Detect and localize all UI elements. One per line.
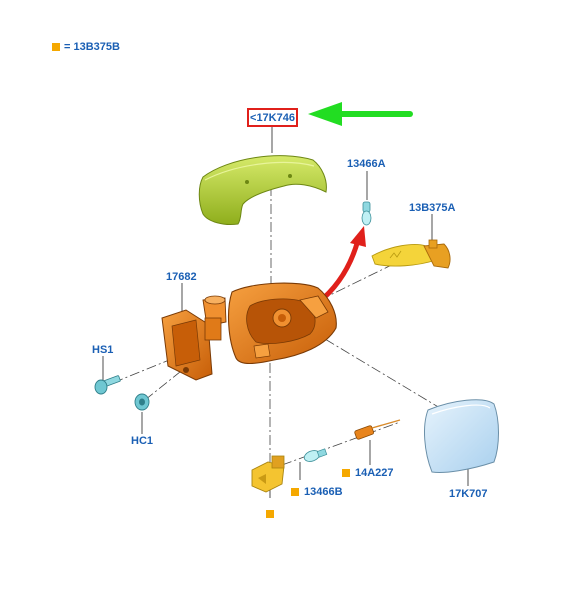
orange-marker-icon [266, 510, 274, 518]
indicator-lamp-part [371, 239, 451, 269]
part-label-17682[interactable]: 17682 [166, 271, 197, 283]
bulb-13466a-part [361, 201, 372, 226]
highlighted-part-box[interactable]: <17K746 [247, 108, 298, 127]
orange-marker-icon [342, 469, 350, 477]
mirror-cap-part [198, 155, 327, 225]
part-label-hs1[interactable]: HS1 [92, 344, 114, 356]
mirror-housing-part [228, 282, 337, 365]
wire-14a227-part [354, 419, 401, 440]
mirror-glass-part [424, 399, 499, 473]
orange-marker-icon [52, 43, 60, 51]
legend: = 13B375B [52, 41, 120, 53]
motor-part [161, 295, 227, 381]
part-label-17k707[interactable]: 17K707 [449, 488, 488, 500]
part-label-13466a[interactable]: 13466A [347, 158, 386, 170]
part-label-13b375a[interactable]: 13B375A [409, 202, 456, 214]
red-curved-arrow [315, 226, 366, 306]
legend-text: = 13B375B [64, 41, 120, 53]
clip-hc1-part [134, 393, 150, 411]
green-pointer-arrow [308, 102, 413, 126]
bulb-13466b-part [303, 448, 328, 462]
highlighted-part-label: <17K746 [250, 111, 295, 124]
part-label-14a227[interactable]: 14A227 [355, 467, 394, 479]
leader-lines [119, 186, 441, 466]
part-label-13466b[interactable]: 13466B [304, 486, 343, 498]
screw-hs1-part [94, 375, 121, 395]
part-label-hc1[interactable]: HC1 [131, 435, 154, 447]
lamp-socket-part [251, 455, 285, 493]
orange-marker-icon [291, 488, 299, 496]
